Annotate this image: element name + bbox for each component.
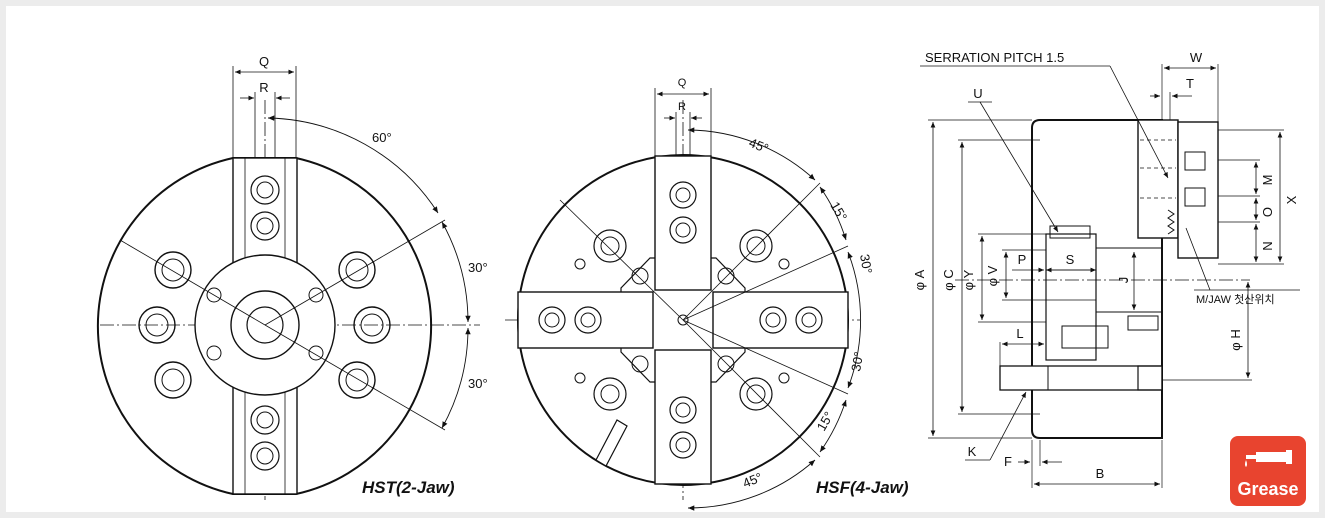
dim-a: φ A xyxy=(912,269,927,290)
dim-t: T xyxy=(1186,76,1194,91)
dim-j: J xyxy=(1116,277,1131,284)
dim-q-hst: Q xyxy=(259,54,269,69)
grease-badge: Grease xyxy=(1230,436,1306,506)
dim-u: U xyxy=(973,86,982,101)
hst-chuck-view xyxy=(96,66,480,500)
serration-pitch-label: SERRATION PITCH 1.5 xyxy=(925,50,1064,65)
angle-45-lower-label: 45° xyxy=(741,470,765,491)
side-section-labels: SERRATION PITCH 1.5 W T U M O N X P S J … xyxy=(912,50,1299,481)
dim-v: φ V xyxy=(985,265,1000,286)
mjaw-note: M/JAW 첫산위치 xyxy=(1196,293,1275,306)
dim-b: B xyxy=(1096,466,1105,481)
angle-45-upper-label: 45° xyxy=(747,135,771,156)
grease-gun-icon xyxy=(1245,450,1292,467)
hst-labels: Q R 60° 30° 30° HST(2-Jaw) xyxy=(259,54,488,497)
dim-w: W xyxy=(1190,50,1203,65)
dim-k: K xyxy=(968,444,977,459)
dim-r-hsf: R xyxy=(678,101,686,113)
dim-y: φ Y xyxy=(961,269,976,290)
dim-x: X xyxy=(1284,195,1299,204)
grease-label: Grease xyxy=(1237,479,1299,499)
hsf-chuck-view xyxy=(505,88,861,511)
dim-p: P xyxy=(1018,252,1027,267)
dim-n: N xyxy=(1260,241,1275,250)
dim-o: O xyxy=(1260,207,1275,217)
hst-caption: HST(2-Jaw) xyxy=(362,478,455,497)
dim-m: M xyxy=(1260,175,1275,186)
dim-r-hst: R xyxy=(259,80,268,95)
dim-l: L xyxy=(1016,326,1023,341)
hsf-caption: HSF(4-Jaw) xyxy=(816,478,909,497)
dim-c: φ C xyxy=(941,269,956,290)
side-section-view xyxy=(920,64,1300,488)
dim-q-hsf: Q xyxy=(678,77,687,89)
dim-f: F xyxy=(1004,454,1012,469)
angle-30-lower-label: 30° xyxy=(468,376,488,391)
angle-30-right-upper: 30° xyxy=(857,253,875,275)
dim-h: φ H xyxy=(1228,329,1243,350)
angle-60-label: 60° xyxy=(372,130,392,145)
angle-15-upper-label: 15° xyxy=(827,199,850,224)
dim-s: S xyxy=(1066,252,1075,267)
angle-30-right-lower: 30° xyxy=(848,351,866,373)
angle-30-upper-label: 30° xyxy=(468,260,488,275)
